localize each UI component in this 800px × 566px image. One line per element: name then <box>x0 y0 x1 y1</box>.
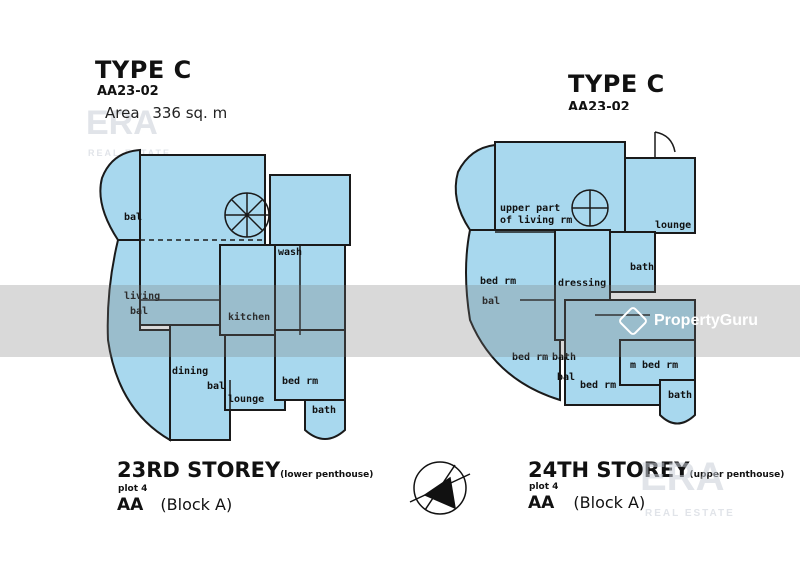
left-outer-curve <box>106 239 171 442</box>
left-utility <box>269 174 351 246</box>
left-storey: 23RD STOREY <box>117 458 281 482</box>
room-label: dining <box>172 366 209 377</box>
right-block: (Block A) <box>573 493 646 512</box>
room-label: lounge <box>228 394 265 405</box>
right-bath-mid <box>609 231 656 293</box>
era-watermark-bottom: ERA <box>640 455 725 499</box>
room-label: bed rm <box>512 352 549 363</box>
room-label: bal <box>130 306 149 317</box>
area-value: 336 sq. m <box>152 104 228 122</box>
room-label: bal <box>557 372 576 383</box>
room-label: bath <box>312 405 337 416</box>
left-dining <box>169 324 231 441</box>
right-storey-caption: 24TH STOREY(upper penthouse) <box>528 458 784 482</box>
room-label: bath <box>630 262 655 273</box>
propertyguru-logo-icon <box>617 305 649 337</box>
left-bath <box>304 399 346 440</box>
left-balcony-top <box>99 148 141 241</box>
left-type-title: TYPE C <box>95 56 192 84</box>
left-storey-note: (lower penthouse) <box>280 470 374 480</box>
room-label: bal <box>124 212 143 223</box>
left-block: (Block A) <box>160 495 233 514</box>
room-label: bath <box>552 352 577 363</box>
era-watermark-bottom-sub: REAL ESTATE <box>645 508 735 519</box>
right-storey: 24TH STOREY <box>528 458 690 482</box>
room-label: living <box>124 291 161 302</box>
left-bed <box>274 329 346 401</box>
right-type-title: TYPE C <box>568 70 665 98</box>
right-plot: plot 4 <box>529 482 559 492</box>
room-label: wash <box>278 247 303 258</box>
left-block-line: AA (Block A) <box>117 495 232 515</box>
right-m-bed <box>619 339 696 386</box>
left-unit-code: AA23-02 <box>97 84 159 99</box>
room-label: bed rm <box>480 276 517 287</box>
right-block-line: AA (Block A) <box>528 493 645 513</box>
room-label: of living rm <box>500 215 573 226</box>
room-label: dressing <box>558 278 607 289</box>
watermark-band <box>0 285 800 357</box>
north-arrow <box>409 461 471 515</box>
era-watermark-top: ERA <box>86 104 158 142</box>
room-label: bed rm <box>282 376 319 387</box>
area-label: Area <box>105 104 140 122</box>
right-upper-living <box>494 141 626 233</box>
room-label: lounge <box>655 220 692 231</box>
left-plot: plot 4 <box>118 484 148 494</box>
right-balcony-top <box>454 143 496 231</box>
right-bath-low <box>659 379 696 425</box>
right-storey-note: (upper penthouse) <box>689 470 785 480</box>
room-label: m bed rm <box>630 360 679 371</box>
left-area: Area 336 sq. m <box>105 104 227 122</box>
room-label: bal <box>207 381 226 392</box>
room-label: bath <box>668 390 693 401</box>
right-lounge <box>624 157 696 234</box>
room-label: bal <box>482 296 501 307</box>
propertyguru-watermark: PropertyGuru <box>617 305 758 337</box>
room-label: bed rm <box>580 380 617 391</box>
room-label: upper part <box>500 203 561 214</box>
right-unit-code: AA23-02 <box>568 100 630 110</box>
left-storey-caption: 23RD STOREY(lower penthouse) <box>117 458 373 482</box>
right-outer-curve <box>465 229 561 402</box>
left-aa: AA <box>117 495 144 515</box>
room-label: kitchen <box>228 312 271 323</box>
right-aa: AA <box>528 493 555 513</box>
